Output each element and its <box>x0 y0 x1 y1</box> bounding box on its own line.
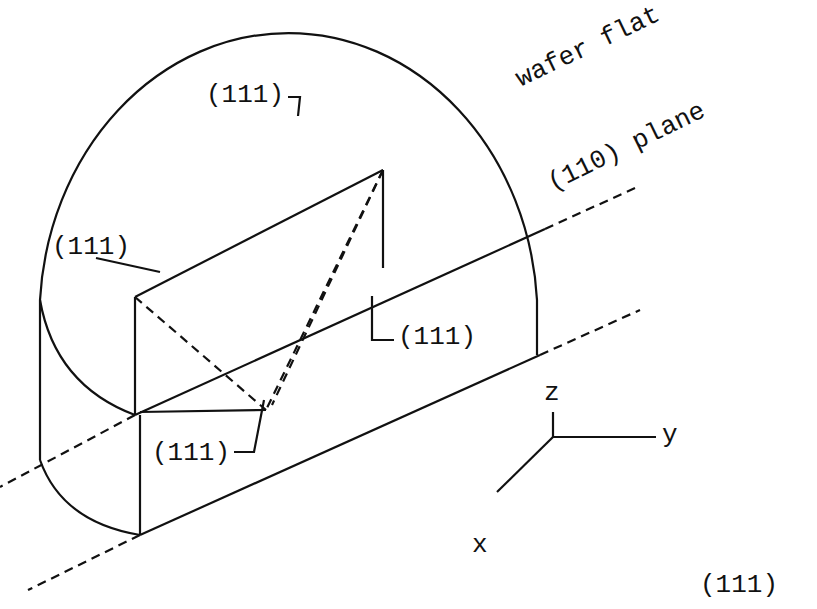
axis-x <box>497 437 553 492</box>
wafer-edge <box>39 300 41 460</box>
leader-line <box>288 97 300 116</box>
pit-hidden-edge <box>272 170 383 405</box>
axis-label: z <box>544 378 560 408</box>
axis-z <box>552 412 554 437</box>
axis-label: x <box>472 530 488 560</box>
plane-label: (111) <box>398 322 476 352</box>
axis-y <box>553 436 656 438</box>
wafer-flat-extension <box>0 415 135 487</box>
pit-edge <box>134 297 136 415</box>
leader-line <box>372 296 394 340</box>
pit-edge <box>135 170 383 297</box>
pit-hidden-edge <box>266 170 383 410</box>
wafer-outline <box>40 33 537 300</box>
plane-extension <box>540 310 640 355</box>
leader-line <box>234 400 264 452</box>
plane-label: (110) plane <box>543 96 710 198</box>
plane-label: (111) <box>206 80 284 110</box>
pit-edge <box>382 170 384 268</box>
pit-edge <box>140 410 266 412</box>
wafer-edge <box>536 300 538 355</box>
plane-line <box>140 355 540 535</box>
flat-edge <box>139 415 141 535</box>
pit-hidden-edge <box>135 297 266 410</box>
flat-label: wafer flat <box>511 0 665 94</box>
axis-label: y <box>662 420 678 450</box>
wafer-outline <box>40 300 135 415</box>
plane-label: (111) <box>700 570 778 600</box>
wafer-outline <box>40 460 140 535</box>
plane-extension <box>28 535 140 590</box>
plane-label: (111) <box>152 438 230 468</box>
plane-label: (111) <box>52 232 130 262</box>
